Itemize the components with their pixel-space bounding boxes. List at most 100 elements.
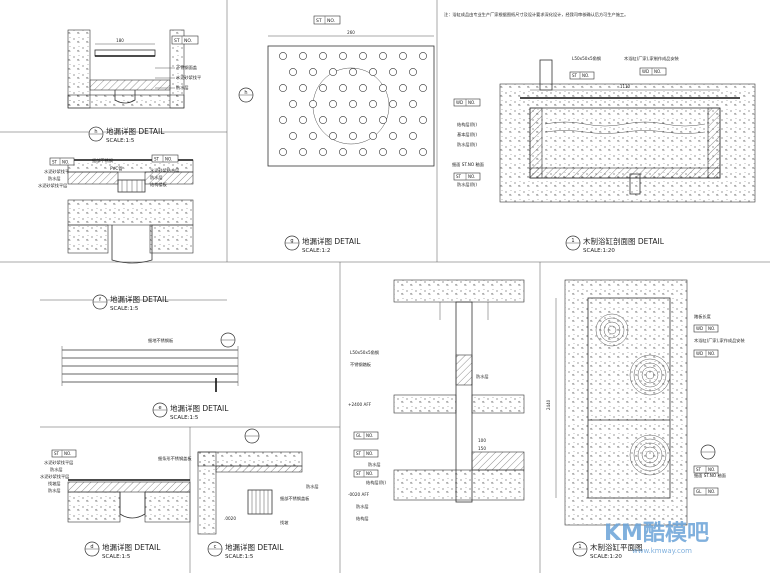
detail-e: 细地不锈钢板 e 地漏详图 DETAIL SCALE:1:5 xyxy=(61,332,239,421)
svg-text:ST: ST xyxy=(52,160,58,165)
drain-hole xyxy=(419,52,427,60)
watermark: KM酷模吧 www.kmway.com xyxy=(604,521,709,555)
svg-text:ST: ST xyxy=(154,157,160,162)
svg-text:+2400 AFF: +2400 AFF xyxy=(348,402,372,407)
svg-text:-0020 AFF: -0020 AFF xyxy=(348,492,370,497)
svg-text:结构层(防): 结构层(防) xyxy=(366,479,386,486)
svg-text:防水层: 防水层 xyxy=(150,174,163,181)
svg-text:NO.: NO. xyxy=(468,174,475,179)
elevation-detail: L50x50x5角钢 不锈钢踏板 +2400 AFF GL NO. ST NO.… xyxy=(348,279,525,522)
svg-text:防水层(防): 防水层(防) xyxy=(457,181,477,188)
drain-hole xyxy=(339,148,347,156)
drain-hole xyxy=(369,132,377,140)
svg-text:NO.: NO. xyxy=(64,451,71,456)
watermark-brand: KM酷模吧 xyxy=(604,521,709,546)
svg-text:防水层: 防水层 xyxy=(306,483,319,490)
detail-h-scale: SCALE:1:5 xyxy=(106,138,135,144)
svg-text:细面 ST.NO 釉面: 细面 ST.NO 釉面 xyxy=(452,161,484,168)
drain-hole xyxy=(419,116,427,124)
tub-section: 注：浴缸成品由专业生产厂家根据图纸尺寸及设计要求深化设计，经我司审核确认后方可生… xyxy=(444,11,756,254)
drain-hole xyxy=(279,52,287,60)
tub-plan-jet-upper xyxy=(595,313,629,347)
svg-text:NO.: NO. xyxy=(327,18,335,24)
drain-hole xyxy=(339,52,347,60)
svg-text:水泥砂浆找平层: 水泥砂浆找平层 xyxy=(44,459,73,466)
watermark-url: www.kmway.com xyxy=(632,547,692,555)
svg-text:f: f xyxy=(99,297,101,303)
svg-text:防水层: 防水层 xyxy=(476,373,489,380)
detail-h-note-1: 不锈钢面盖 xyxy=(176,64,197,71)
drain-hole xyxy=(369,68,377,76)
svg-text:防水层: 防水层 xyxy=(50,466,63,473)
detail-e-scale: SCALE:1:5 xyxy=(170,415,199,421)
svg-text:ST: ST xyxy=(356,471,362,476)
detail-d: ST NO. 水泥砂浆找平层 防水层 水泥砂浆找平层 找坡层 防水层 细条形不锈… xyxy=(40,449,192,560)
svg-text:NO.: NO. xyxy=(468,100,475,105)
drain-hole xyxy=(279,116,287,124)
drain-hole xyxy=(409,100,417,108)
svg-text:防水层: 防水层 xyxy=(48,175,61,182)
drain-hole xyxy=(379,116,387,124)
tub-plan: 2440 踏板长度 WD NO. 木浴缸(厂家),家作成品安装 WD NO. 细… xyxy=(546,279,745,560)
drain-hole xyxy=(359,84,367,92)
drain-hole xyxy=(299,52,307,60)
svg-text:h: h xyxy=(244,90,247,96)
svg-text:c: c xyxy=(214,544,217,550)
svg-text:NO.: NO. xyxy=(708,351,715,356)
svg-text:不锈钢踏板: 不锈钢踏板 xyxy=(350,361,372,368)
svg-text:防水层: 防水层 xyxy=(368,461,381,468)
detail-h-dim: 180 xyxy=(116,38,124,43)
drain-hole xyxy=(339,116,347,124)
tub-section-title: 木制浴缸剖面图 DETAIL xyxy=(583,236,665,246)
tub-plan-scale: SCALE:1:20 xyxy=(590,554,622,560)
drain-hole xyxy=(359,116,367,124)
drain-hole xyxy=(349,132,357,140)
drain-hole xyxy=(389,100,397,108)
tub-plan-jet-lower xyxy=(629,434,671,476)
svg-text:NO.: NO. xyxy=(708,489,715,494)
drain-hole xyxy=(359,148,367,156)
drain-hole xyxy=(329,68,337,76)
drain-hole xyxy=(319,84,327,92)
drain-hole xyxy=(379,148,387,156)
drain-hole xyxy=(329,132,337,140)
svg-text:NO.: NO. xyxy=(366,451,373,456)
svg-text:ST: ST xyxy=(174,38,180,44)
drain-hole xyxy=(409,132,417,140)
svg-text:NO.: NO. xyxy=(366,471,373,476)
svg-text:g: g xyxy=(290,238,293,244)
svg-text:结构层(防): 结构层(防) xyxy=(457,121,477,128)
svg-text:木浴缸(厂家),家作成品安装: 木浴缸(厂家),家作成品安装 xyxy=(694,337,745,344)
drain-hole xyxy=(319,148,327,156)
svg-text:WD: WD xyxy=(696,351,703,356)
detail-f-scale: SCALE:1:5 xyxy=(110,306,139,312)
svg-text:ST: ST xyxy=(54,451,60,456)
detail-f: ST NO. 水泥砂浆找平 防水层 水泥砂浆找平层 细部不锈钢 PVC管 水泥砂… xyxy=(38,154,194,312)
svg-text:ST: ST xyxy=(316,18,322,24)
svg-text:踏板长度: 踏板长度 xyxy=(694,313,712,320)
detail-g-dim: 260 xyxy=(347,30,355,35)
svg-text:NO.: NO. xyxy=(708,326,715,331)
svg-text:NO.: NO. xyxy=(366,433,373,438)
drain-hole xyxy=(289,68,297,76)
drain-hole xyxy=(299,84,307,92)
drain-hole xyxy=(399,84,407,92)
svg-text:WD: WD xyxy=(642,69,649,74)
svg-text:找坡: 找坡 xyxy=(280,519,289,526)
drain-hole xyxy=(299,148,307,156)
svg-text:防水层: 防水层 xyxy=(356,503,369,510)
drain-hole xyxy=(419,148,427,156)
detail-d-right-note: 细条形不锈钢盖板 xyxy=(158,455,192,462)
drain-hole xyxy=(329,100,337,108)
svg-text:NO.: NO. xyxy=(184,38,192,44)
svg-text:ST: ST xyxy=(356,451,362,456)
detail-h-note-3: 防水层 xyxy=(176,84,189,91)
svg-text:防水层(防): 防水层(防) xyxy=(457,141,477,148)
svg-text:NO.: NO. xyxy=(62,160,69,165)
drain-hole xyxy=(379,52,387,60)
svg-text:结构楼板: 结构楼板 xyxy=(150,181,168,188)
tub-header-note: 注：浴缸成品由专业生产厂家根据图纸尺寸及设计要求深化设计，经我司审核确认后方可生… xyxy=(444,11,628,18)
drain-hole xyxy=(399,148,407,156)
svg-text:NO.: NO. xyxy=(708,467,715,472)
